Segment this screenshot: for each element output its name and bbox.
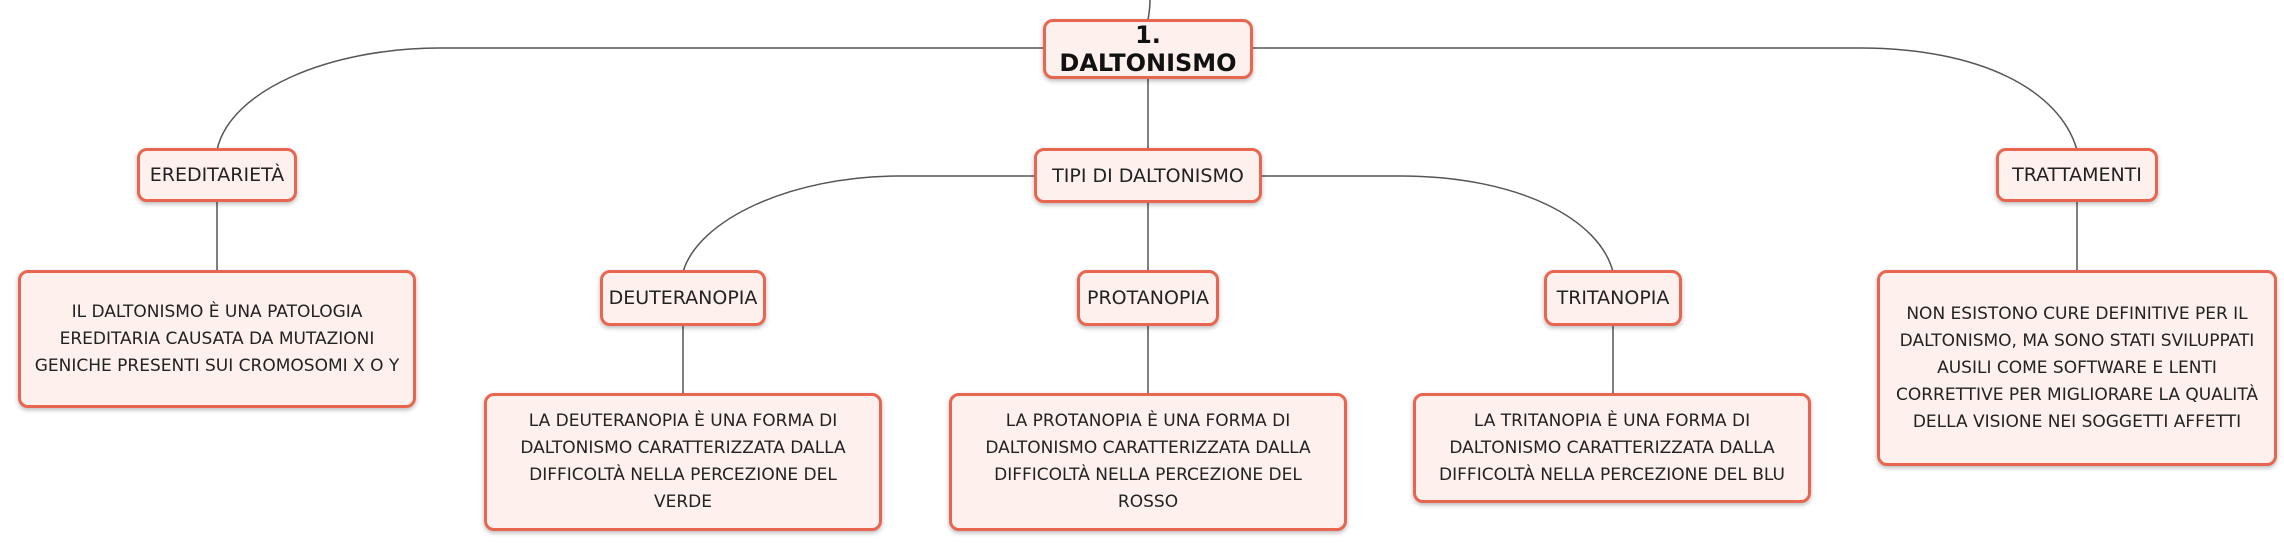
tritanopia-label: TRITANOPIA	[1556, 287, 1670, 309]
ereditarieta-label: EREDITARIETÀ	[149, 164, 285, 186]
trattamenti-description[interactable]: NON ESISTONO CURE DEFINITIVE PER IL DALT…	[1877, 270, 2277, 466]
protanopia-text: LA PROTANOPIA È UNA FORMA DI DALTONISMO …	[985, 411, 1311, 512]
root-node[interactable]: 1. DALTONISMO	[1043, 19, 1253, 79]
trattamenti-label: TRATTAMENTI	[2012, 164, 2142, 186]
trattamenti-node[interactable]: TRATTAMENTI	[1996, 148, 2158, 202]
protanopia-node[interactable]: PROTANOPIA	[1077, 270, 1219, 326]
root-label: 1. DALTONISMO	[1059, 21, 1237, 77]
tritanopia-node[interactable]: TRITANOPIA	[1544, 270, 1682, 326]
connector-root-ereditarieta	[216, 47, 1046, 151]
tritanopia-text: LA TRITANOPIA È UNA FORMA DI DALTONISMO …	[1439, 410, 1785, 485]
trattamenti-text: NON ESISTONO CURE DEFINITIVE PER IL DALT…	[1895, 303, 2259, 432]
ereditarieta-node[interactable]: EREDITARIETÀ	[137, 148, 297, 202]
deuteranopia-text: LA DEUTERANOPIA È UNA FORMA DI DALTONISM…	[520, 411, 846, 512]
connector-root-trattamenti	[1252, 47, 2078, 151]
deuteranopia-description[interactable]: LA DEUTERANOPIA È UNA FORMA DI DALTONISM…	[484, 393, 882, 531]
tritanopia-description[interactable]: LA TRITANOPIA È UNA FORMA DI DALTONISMO …	[1413, 393, 1811, 503]
protanopia-description[interactable]: LA PROTANOPIA È UNA FORMA DI DALTONISMO …	[949, 393, 1347, 531]
tipi-label: TIPI DI DALTONISMO	[1052, 164, 1244, 187]
protanopia-label: PROTANOPIA	[1087, 287, 1209, 309]
connector-tipi-deuteranopia	[682, 175, 1036, 273]
connector-root-top	[1147, 0, 1151, 21]
ereditarieta-description[interactable]: IL DALTONISMO È UNA PATOLOGIA EREDITARIA…	[18, 270, 416, 408]
deuteranopia-label: DEUTERANOPIA	[608, 287, 758, 309]
tipi-node[interactable]: TIPI DI DALTONISMO	[1034, 148, 1262, 203]
ereditarieta-text: IL DALTONISMO È UNA PATOLOGIA EREDITARIA…	[34, 301, 400, 376]
deuteranopia-node[interactable]: DEUTERANOPIA	[600, 270, 766, 326]
connector-tipi-tritanopia	[1260, 175, 1614, 273]
